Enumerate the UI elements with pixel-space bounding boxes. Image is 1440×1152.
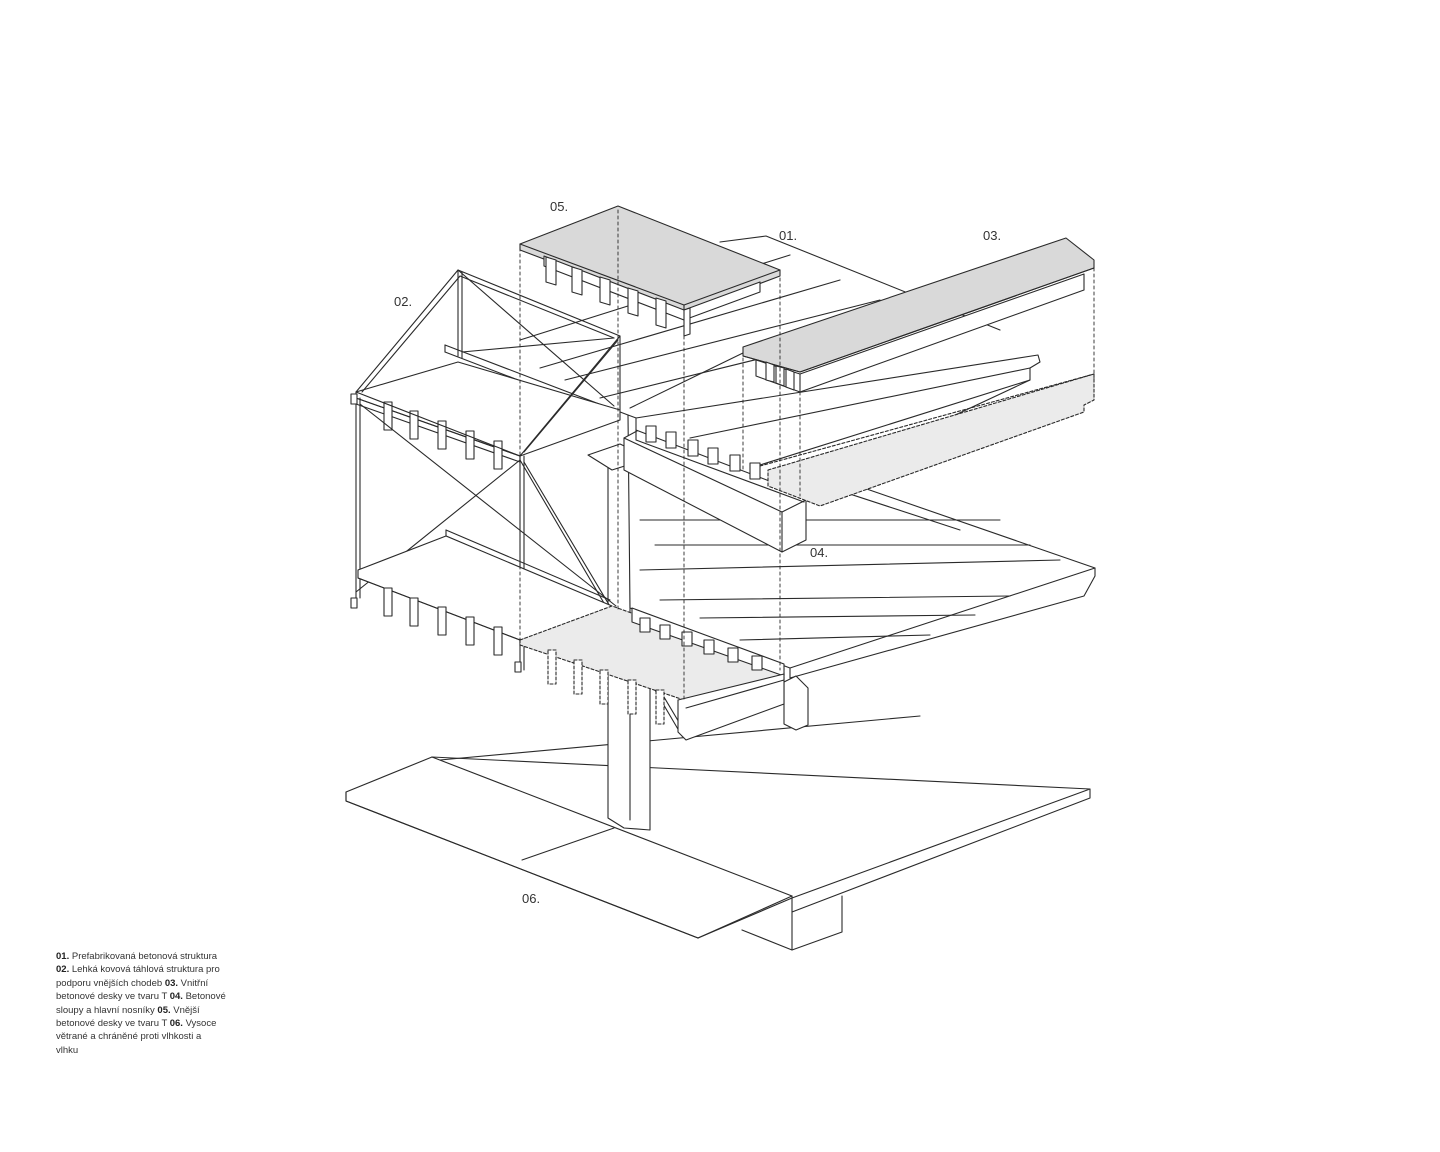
legend: 01. Prefabrikovaná betonová struktura 02… xyxy=(56,950,226,1057)
label-04: 04. xyxy=(810,545,828,560)
legend-text-02: Lehká kovová táhlová struktura pro podpo… xyxy=(56,964,220,989)
legend-text-06: Vysoce větrané a chráněné proti vlhkosti… xyxy=(56,1018,217,1056)
label-05: 05. xyxy=(550,199,568,214)
label-06: 06. xyxy=(522,891,540,906)
legend-num-02: 02. xyxy=(56,964,70,976)
label-03: 03. xyxy=(983,228,1001,243)
legend-text-03: Vnitřní betonové desky ve tvaru T xyxy=(56,977,209,1003)
legend-num-05: 05. xyxy=(157,1004,171,1016)
label-02: 02. xyxy=(394,294,412,309)
foundation-slab xyxy=(345,715,1091,951)
legend-text-01: Prefabrikovaná betonová struktura xyxy=(71,951,218,962)
legend-text-04: Betonové sloupy a hlavní nosníky xyxy=(56,991,226,1016)
legend-num-04: 04. xyxy=(169,991,183,1003)
legend-text-05: Vnější betonové desky ve tvaru T xyxy=(56,1004,200,1030)
legend-num-01: 01. xyxy=(56,951,70,962)
outer-t-slab-ghost xyxy=(519,605,785,741)
legend-num-06: 06. xyxy=(169,1018,183,1030)
outer-t-slab xyxy=(519,205,781,337)
legend-num-03: 03. xyxy=(164,977,179,989)
inner-t-slab xyxy=(742,237,1095,393)
steel-tie-structure xyxy=(350,269,687,737)
projection-lines xyxy=(519,209,1095,701)
inner-t-slab-ghost xyxy=(759,373,1095,507)
label-01: 01. xyxy=(779,228,797,243)
